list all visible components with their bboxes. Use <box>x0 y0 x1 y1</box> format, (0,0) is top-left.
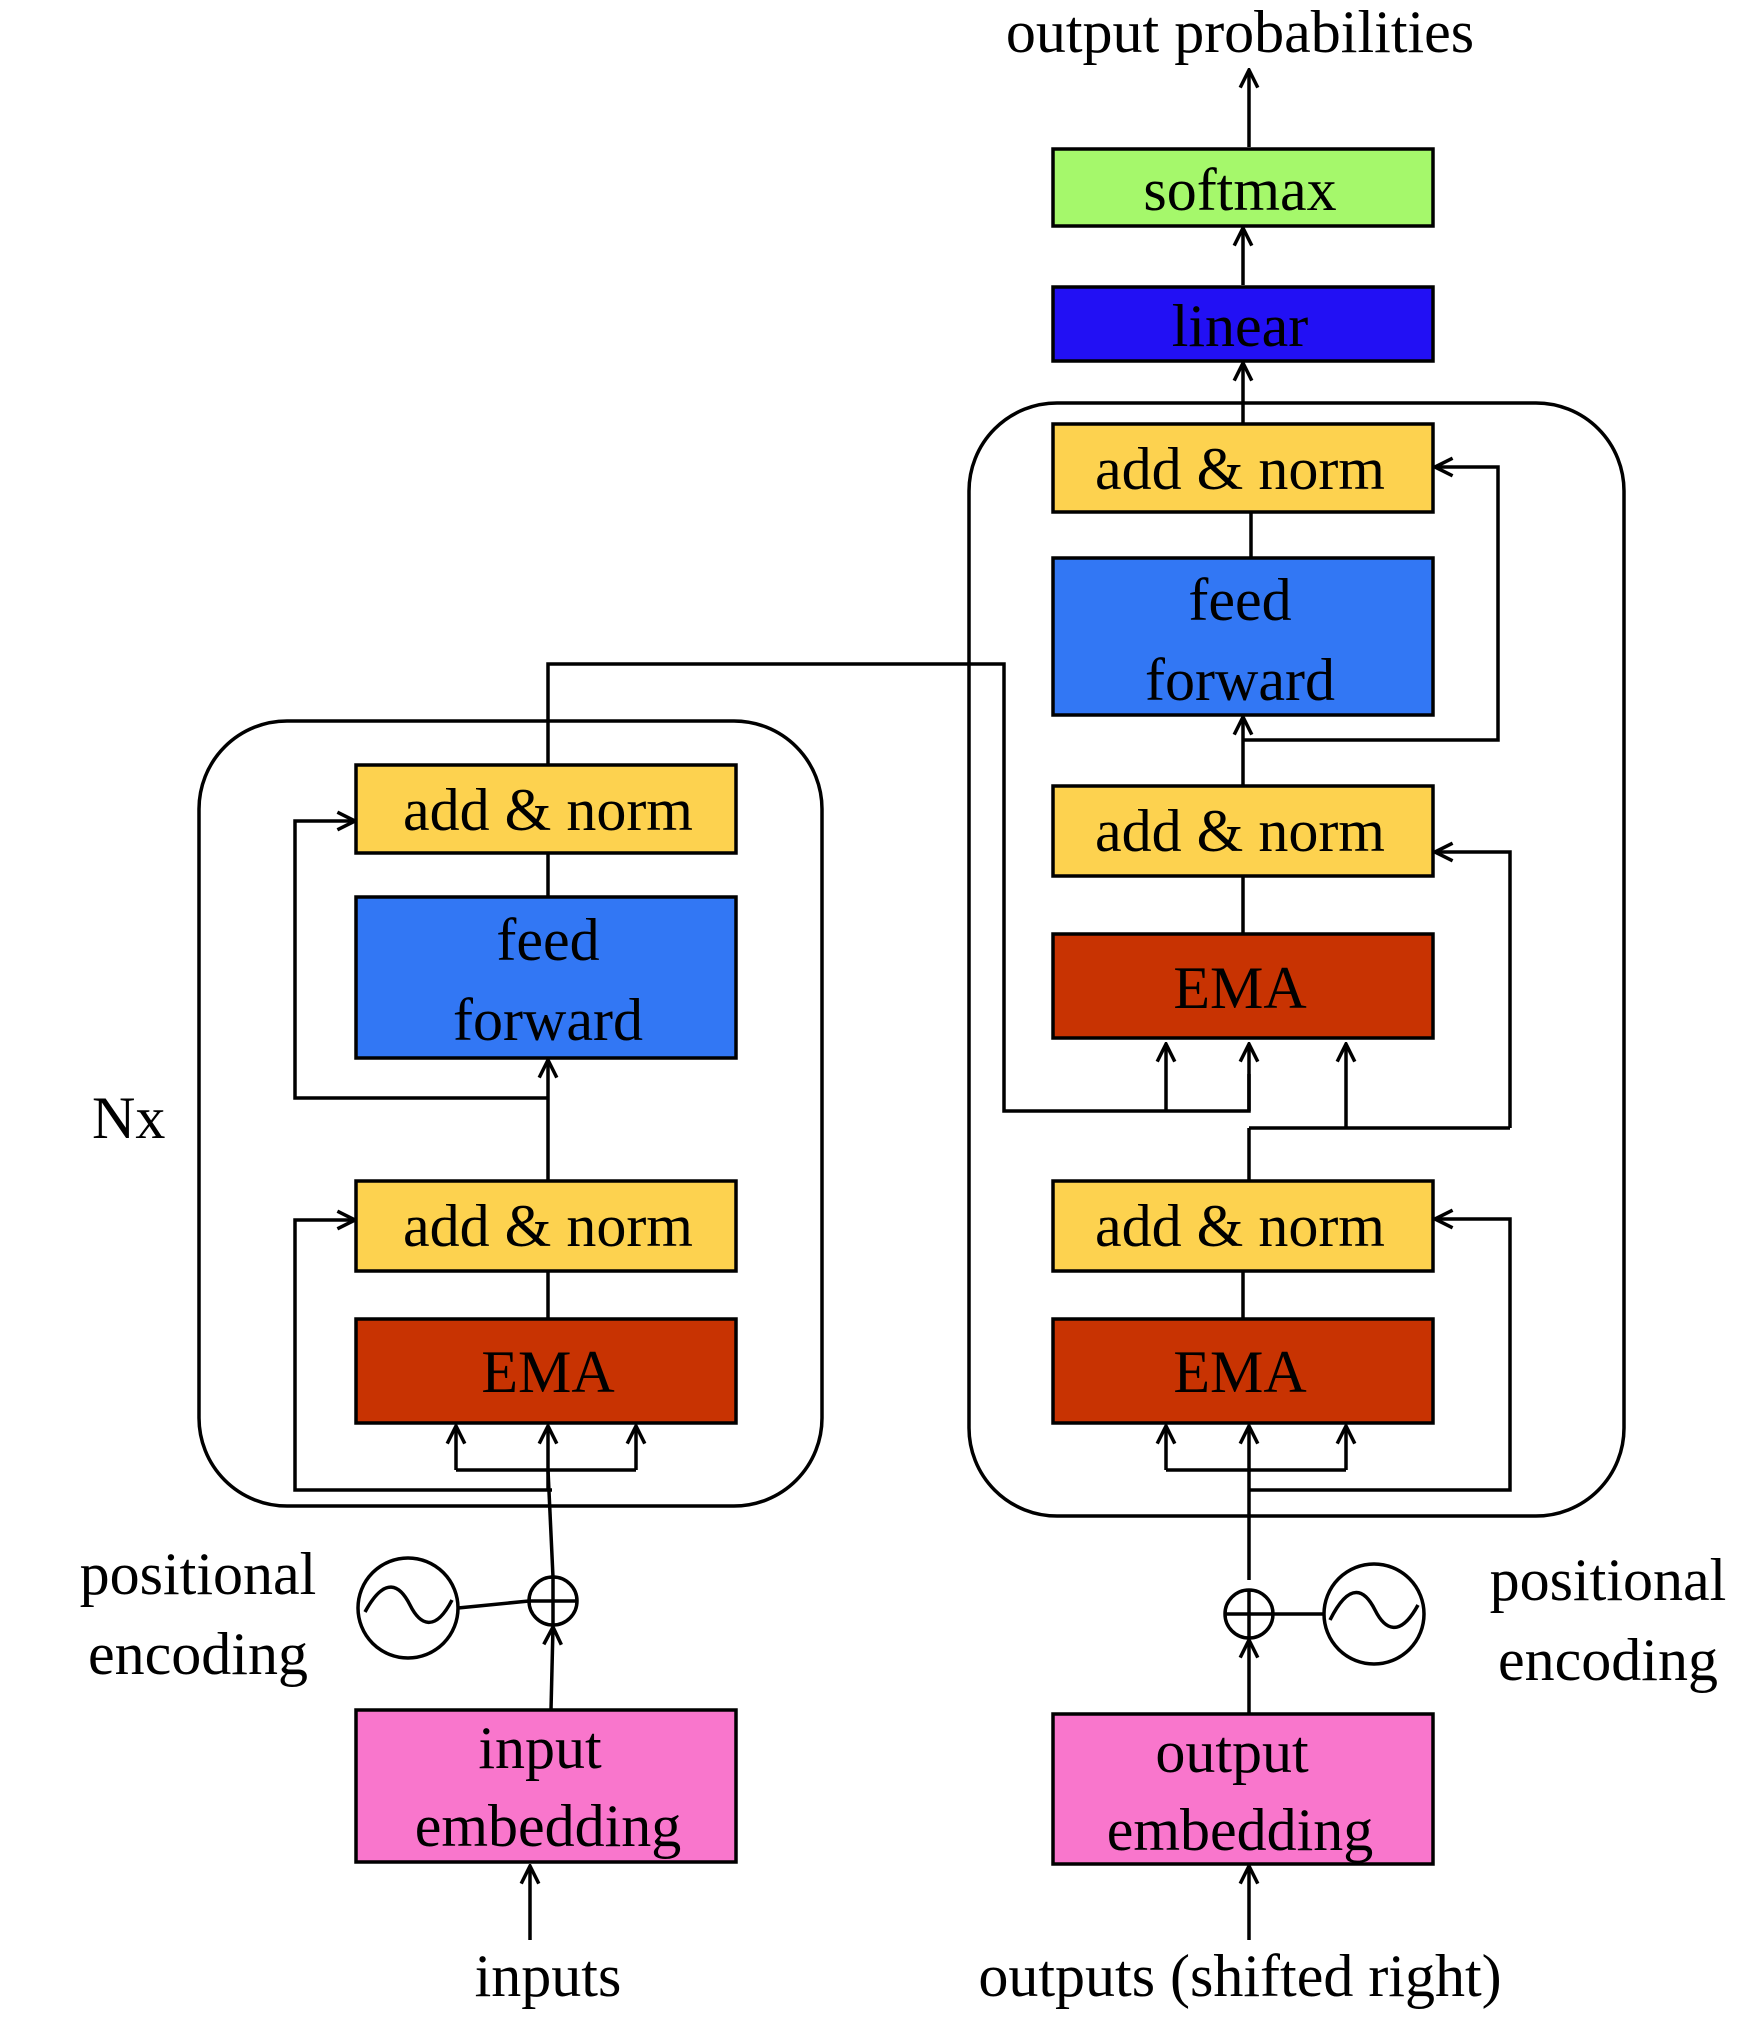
encoder-add-norm-top <box>354 763 738 855</box>
encoder-repeat-label: Nx <box>92 1085 165 1151</box>
encoder-inputs-label: inputs <box>475 1943 622 2009</box>
decoder-add-norm-bottom-label: add & norm <box>1095 1193 1385 1259</box>
decoder-output-embedding-label-line1: output <box>1155 1719 1309 1785</box>
encoder-positional-encoding-label-line2: encoding <box>88 1621 308 1687</box>
decoder-feed-forward-label-line2: forward <box>1145 647 1335 713</box>
encoder-positional-encoding-label-line1: positional <box>80 1541 317 1607</box>
encoder-input-embedding <box>354 1708 738 1864</box>
decoder-add-symbol-icon <box>1223 1588 1275 1640</box>
decoder-positional-encoding-label-line2: encoding <box>1498 1627 1718 1693</box>
encoder-positional-encoding-icon <box>356 1556 460 1660</box>
encoder-stack-frame <box>197 719 824 1508</box>
decoder-output-label: output probabilities <box>1006 0 1474 65</box>
decoder: output probabilities softmax linear add … <box>967 0 1727 2009</box>
decoder-add-norm-middle-label: add & norm <box>1095 798 1385 864</box>
encoder-residual-bottom <box>293 1220 552 1492</box>
decoder-residual-bottom <box>1249 1219 1512 1492</box>
encoder-ema <box>354 1317 738 1425</box>
decoder-inputs-label: outputs (shifted right) <box>978 1943 1501 2009</box>
encoder-pe-connector <box>457 1599 530 1610</box>
encoder-input-embedding-label-line1: input <box>478 1715 602 1781</box>
encoder-residual-top <box>293 821 548 1100</box>
encoder: Nx add & norm feed forward add & norm EM… <box>80 662 1249 2009</box>
decoder-ema-self-label: EMA <box>1173 1339 1306 1405</box>
encoder-feed-forward <box>354 895 738 1060</box>
encoder-input-embedding-label-line2: embedding <box>415 1793 682 1859</box>
encoder-add-norm-top-label: add & norm <box>403 777 693 843</box>
encoder-ema-label: EMA <box>481 1339 614 1405</box>
decoder-linear <box>1051 285 1435 363</box>
encoder-add-norm-bottom <box>354 1179 738 1273</box>
decoder-add-norm-middle <box>1051 784 1435 878</box>
decoder-positional-encoding-icon <box>1322 1562 1426 1666</box>
decoder-add-norm-top-label: add & norm <box>1095 436 1385 502</box>
encoder-embedding-to-add-arrow <box>551 1627 553 1711</box>
decoder-residual-middle <box>1435 852 1512 1128</box>
decoder-softmax-label: softmax <box>1143 157 1336 223</box>
decoder-linear-label: linear <box>1172 293 1309 359</box>
encoder-add-norm-bottom-label: add & norm <box>403 1193 693 1259</box>
decoder-feed-forward-label-line1: feed <box>1188 567 1291 633</box>
decoder-feed-forward <box>1051 556 1435 717</box>
decoder-output-embedding <box>1051 1712 1435 1866</box>
decoder-ema-self <box>1051 1317 1435 1425</box>
decoder-stack-frame <box>967 401 1626 1518</box>
decoder-ema-cross <box>1051 932 1435 1040</box>
decoder-positional-encoding-label-line1: positional <box>1490 1547 1727 1613</box>
decoder-output-embedding-label-line2: embedding <box>1107 1797 1374 1863</box>
encoder-feed-forward-label-line2: forward <box>453 987 643 1053</box>
decoder-add-norm-top <box>1051 422 1435 514</box>
encoder-add-symbol-icon <box>527 1575 579 1627</box>
encoder-feed-forward-label-line1: feed <box>496 907 599 973</box>
decoder-ema-cross-label: EMA <box>1173 955 1306 1021</box>
decoder-residual-top <box>1243 467 1500 742</box>
